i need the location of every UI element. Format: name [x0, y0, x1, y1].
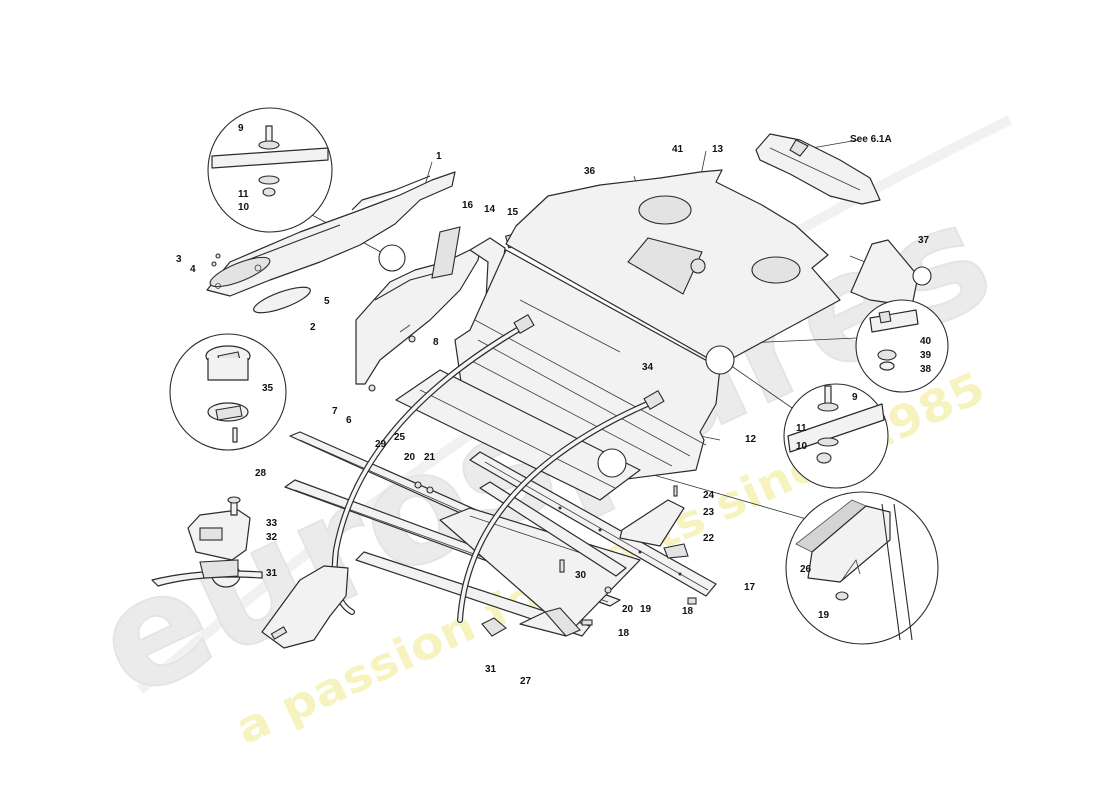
- part-rail-27: [439, 507, 641, 637]
- detail-tl-11: 11: [238, 189, 249, 200]
- part-lens: [253, 286, 311, 314]
- detail-circle-26-19: [597, 448, 939, 645]
- callout-37: 37: [918, 235, 930, 246]
- callout-15: 15: [507, 207, 519, 218]
- part-floor-plate: [395, 369, 641, 501]
- callout-6: 6: [346, 415, 352, 426]
- callout-labels: 1 2 3 4 5 6 7 8 16 14 15 36 41 13 See 6.…: [176, 123, 932, 687]
- detail-circle-right-mid: [705, 345, 889, 489]
- detail-tl-10: 10: [238, 202, 250, 213]
- callout-31-left: 31: [266, 568, 278, 579]
- detail-br-26: 26: [800, 564, 812, 575]
- callout-21: 21: [424, 452, 436, 463]
- callout-13: 13: [712, 144, 724, 155]
- callout-35: 35: [262, 383, 274, 394]
- detail-circle-top-left: [207, 107, 406, 272]
- callout-31-bottom: 31: [485, 664, 497, 675]
- callout-29: 29: [375, 439, 387, 450]
- callout-23: 23: [703, 507, 715, 518]
- callout-28: 28: [255, 468, 267, 479]
- callout-14: 14: [484, 204, 496, 215]
- callout-18-bottom: 18: [618, 628, 630, 639]
- callout-1: 1: [436, 151, 442, 162]
- callout-20-top: 20: [404, 452, 416, 463]
- callout-30: 30: [575, 570, 587, 581]
- detail-rm-9: 9: [852, 392, 858, 403]
- part-sill-long: [355, 551, 591, 637]
- callout-20-mid: 20: [622, 604, 634, 615]
- part-strip: [431, 226, 461, 279]
- detail-br-19: 19: [818, 610, 830, 621]
- callout-25: 25: [394, 432, 406, 443]
- callout-7: 7: [332, 406, 338, 417]
- detail-tl-9: 9: [238, 123, 244, 134]
- detail-circle-35: [169, 333, 287, 451]
- callout-33: 33: [266, 518, 278, 529]
- callout-2: 2: [310, 322, 316, 333]
- hardware: [211, 253, 697, 626]
- part-clip-small: [270, 626, 288, 640]
- callout-8: 8: [433, 337, 439, 348]
- callout-12: 12: [745, 434, 757, 445]
- part-parcel-shelf: [505, 169, 841, 366]
- callout-16: 16: [462, 200, 474, 211]
- part-rail-19: [479, 481, 627, 577]
- callout-24: 24: [703, 490, 715, 501]
- callout-3: 3: [176, 254, 182, 265]
- callout-39: 39: [920, 350, 932, 361]
- callout-32: 32: [266, 532, 278, 543]
- reference-note: See 6.1A: [850, 134, 892, 145]
- part-retractor: [151, 496, 263, 588]
- callout-18-right: 18: [682, 606, 694, 617]
- part-roof-rail: [206, 171, 456, 297]
- detail-rm-11: 11: [796, 423, 807, 434]
- callout-5: 5: [324, 296, 330, 307]
- detail-rm-10: 10: [796, 441, 808, 452]
- detail-circle-38-40: [855, 266, 949, 393]
- callout-17: 17: [744, 582, 756, 593]
- callout-19-mid: 19: [640, 604, 652, 615]
- callout-27: 27: [520, 676, 532, 687]
- callout-40: 40: [920, 336, 932, 347]
- part-see-6-1a: [755, 133, 881, 205]
- callout-34: 34: [642, 362, 654, 373]
- callout-22: 22: [703, 533, 715, 544]
- part-seatbelt-right: [457, 390, 665, 637]
- callout-4: 4: [190, 264, 196, 275]
- callout-36: 36: [584, 166, 596, 177]
- callout-38: 38: [920, 364, 932, 375]
- callout-41: 41: [672, 144, 684, 155]
